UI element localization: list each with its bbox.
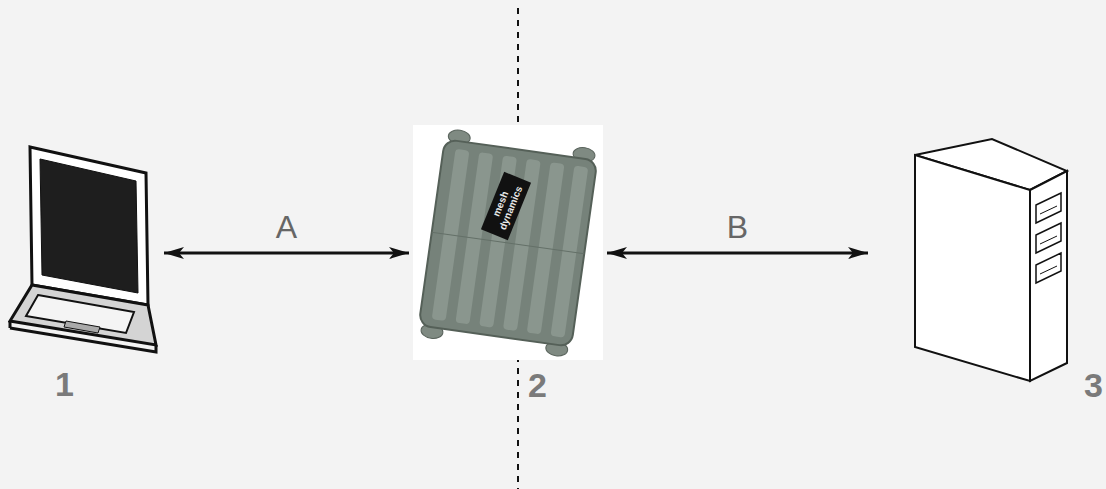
double-arrow	[164, 252, 409, 255]
callout-number: 3	[1084, 368, 1103, 402]
callout-number: 2	[528, 368, 547, 402]
link-label: A	[276, 211, 297, 243]
server-node: 3	[872, 135, 1072, 385]
laptop-node: 1	[8, 145, 160, 355]
laptop-icon	[8, 145, 160, 355]
device-photo	[413, 125, 603, 360]
device-node: 2	[413, 125, 603, 360]
server-tower	[872, 135, 1072, 385]
callout-number: 1	[55, 367, 74, 401]
double-arrow	[607, 252, 868, 255]
link-label: B	[727, 211, 748, 243]
